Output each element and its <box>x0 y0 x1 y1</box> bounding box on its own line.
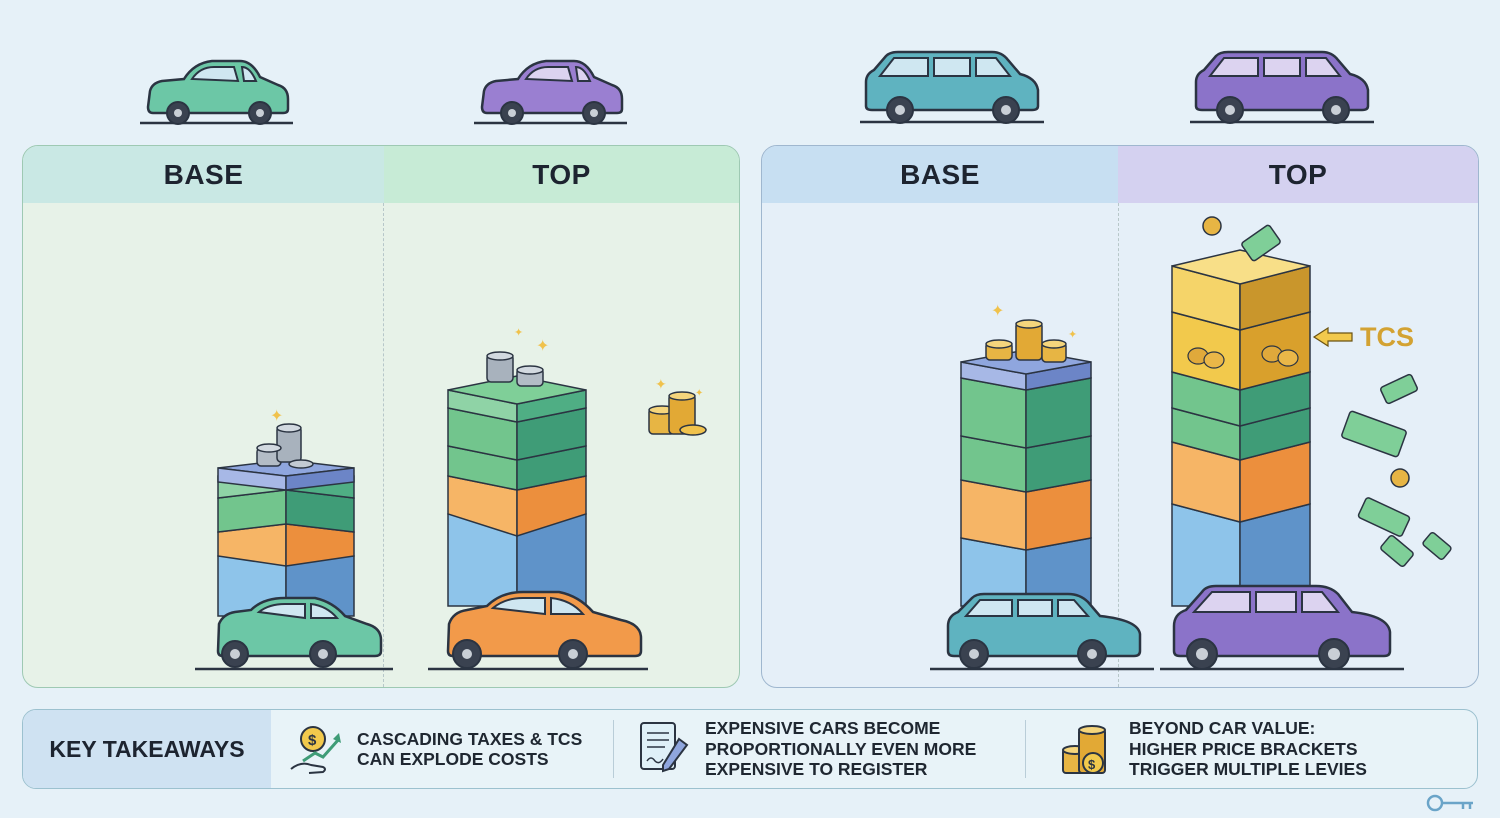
takeaway-text: EXPENSIVE CARS BECOME PROPORTIONALLY EVE… <box>705 718 977 780</box>
tcs-label: TCS <box>1360 322 1414 352</box>
green-hatchback-icon <box>195 596 393 671</box>
svg-text:$: $ <box>1088 757 1096 772</box>
top-cost-stack <box>447 375 587 607</box>
svg-text:✦: ✦ <box>514 326 523 339</box>
svg-text:✦: ✦ <box>695 388 703 399</box>
silver-coins-icon: ✦ ✦ <box>486 326 549 387</box>
suv-comparison-panel: BASE TOP ✦ ✦ <box>761 145 1479 688</box>
top-cost-stack <box>1171 371 1311 607</box>
key-icon <box>1426 794 1473 812</box>
coin-stack-icon: $ <box>1062 725 1106 774</box>
svg-text:✦: ✦ <box>991 301 1004 320</box>
suv-purple-icon <box>1190 50 1374 124</box>
hatchback-comparison-panel: BASE TOP ✦ <box>22 145 740 688</box>
falling-money-icon <box>1202 216 1452 568</box>
column-divider <box>383 203 384 687</box>
separator <box>1025 720 1026 778</box>
gold-coins-icon: ✦ ✦ <box>985 301 1077 363</box>
base-label: BASE <box>900 158 980 190</box>
base-cost-stack <box>960 349 1092 607</box>
purple-suv-icon <box>1160 584 1404 671</box>
base-header: BASE <box>23 146 384 203</box>
takeaway-item: $ CASCADING TAXES & TCS CAN EXPLODE COST… <box>287 710 582 788</box>
svg-text:✦: ✦ <box>1068 328 1077 341</box>
top-header: TOP <box>1118 146 1478 203</box>
svg-text:$: $ <box>308 732 317 749</box>
base-cost-stack <box>217 459 355 617</box>
teal-suv-icon <box>930 592 1154 671</box>
takeaway-item: EXPENSIVE CARS BECOME PROPORTIONALLY EVE… <box>635 710 976 788</box>
key-takeaways-title: KEY TAKEAWAYS <box>23 710 271 788</box>
gold-coins-icon: ✦ ✦ <box>648 377 707 436</box>
tcs-arrow-icon <box>1312 326 1353 348</box>
column-divider <box>1118 203 1119 687</box>
separator <box>613 720 614 778</box>
base-label: BASE <box>163 158 244 190</box>
svg-text:✦: ✦ <box>270 406 283 425</box>
key-takeaways-bar: KEY TAKEAWAYS $ CASCADING TAXES & TCS CA… <box>22 709 1478 789</box>
money-growth-icon: $ <box>290 726 341 774</box>
top-label: TOP <box>532 158 591 190</box>
takeaway-text: BEYOND CAR VALUE: HIGHER PRICE BRACKETS … <box>1129 718 1367 780</box>
top-header: TOP <box>384 146 739 203</box>
orange-hatchback-icon <box>428 590 648 671</box>
silver-coins-icon: ✦ <box>256 406 314 469</box>
hatchback-green-icon <box>140 59 293 125</box>
svg-text:✦: ✦ <box>655 377 667 393</box>
document-pen-icon <box>640 722 689 773</box>
base-header: BASE <box>762 146 1118 203</box>
svg-text:✦: ✦ <box>536 336 549 355</box>
suv-teal-icon <box>860 50 1044 124</box>
takeaway-text: CASCADING TAXES & TCS CAN EXPLODE COSTS <box>357 728 583 770</box>
hatchback-purple-icon <box>474 59 627 125</box>
top-label: TOP <box>1268 158 1328 190</box>
tcs-gold-block <box>1171 249 1311 391</box>
takeaway-item: $ BEYOND CAR VALUE: HIGHER PRICE BRACKET… <box>1059 710 1367 788</box>
